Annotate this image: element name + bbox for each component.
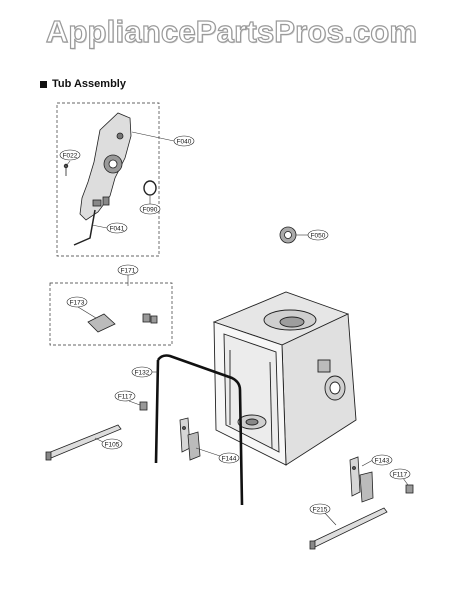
label-f143: F143 <box>371 454 393 466</box>
label-f215-text: F215 <box>313 506 328 513</box>
group-box-upper <box>56 102 160 257</box>
label-f041-text: F041 <box>110 225 125 232</box>
f117-clip-right-part <box>405 484 414 494</box>
label-f173-text: F173 <box>70 299 85 306</box>
f143-bracket-part <box>349 456 374 503</box>
label-f215: F215 <box>309 503 331 515</box>
label-f050: F050 <box>307 229 329 241</box>
label-f090: F090 <box>139 203 161 215</box>
f117-clip-left-part <box>139 401 148 411</box>
f090-ring-part <box>143 180 157 196</box>
label-f144-text: F144 <box>222 455 237 462</box>
label-f132-text: F132 <box>135 369 150 376</box>
f171-clip-part <box>142 313 158 324</box>
label-f143-text: F143 <box>375 457 390 464</box>
label-f171-text: F171 <box>121 267 136 274</box>
section-title: Tub Assembly <box>40 78 126 90</box>
label-f117-left: F117 <box>114 390 136 402</box>
label-f090-text: F090 <box>143 206 158 213</box>
bullet-square-icon <box>40 80 47 88</box>
label-f105-text: F105 <box>105 441 120 448</box>
label-f040-text: F040 <box>177 138 192 145</box>
label-f144: F144 <box>218 452 240 464</box>
f105-rail-part <box>45 424 122 461</box>
label-f117-right-text: F117 <box>393 471 408 478</box>
f040-plate-part <box>79 112 132 221</box>
label-f117-right: F117 <box>389 468 411 480</box>
f050-disc-part <box>279 226 297 244</box>
f144-bracket-part <box>179 417 201 461</box>
f215-rail-part <box>309 507 388 550</box>
label-f117-left-text: F117 <box>118 393 133 400</box>
f173-pad-part <box>87 313 116 333</box>
label-f171: F171 <box>117 264 139 276</box>
label-f050-text: F050 <box>311 232 326 239</box>
label-f040: F040 <box>173 135 195 147</box>
f041-hose-part <box>73 209 96 246</box>
label-f105: F105 <box>101 438 123 450</box>
label-f132: F132 <box>131 366 153 378</box>
f022-screw-part <box>63 163 69 176</box>
f132-gasket-part <box>154 354 244 506</box>
section-title-text: Tub Assembly <box>52 78 126 90</box>
watermark-logo: AppliancePartsPros.com <box>45 13 418 49</box>
label-f041: F041 <box>106 222 128 234</box>
label-f022: F022 <box>59 149 81 161</box>
group-box-mid <box>49 282 173 346</box>
label-f022-text: F022 <box>63 152 78 159</box>
label-f173: F173 <box>66 296 88 308</box>
tub-body-part <box>212 291 357 466</box>
